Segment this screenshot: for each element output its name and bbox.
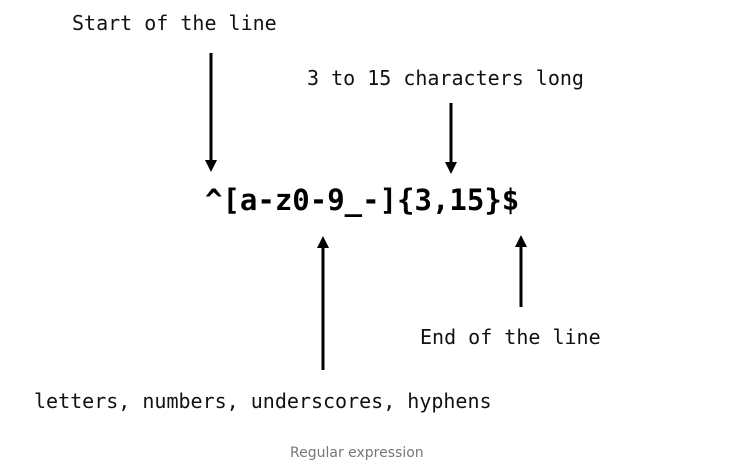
charset-label: letters, numbers, underscores, hyphens <box>34 389 492 413</box>
end-of-line-label: End of the line <box>420 325 601 349</box>
length-label: 3 to 15 characters long <box>307 66 584 90</box>
regex-pattern: ^[a-z0-9_-]{3,15}$ <box>205 183 520 217</box>
start-of-line-label: Start of the line <box>72 11 277 35</box>
figure-caption: Regular expression <box>290 445 424 461</box>
